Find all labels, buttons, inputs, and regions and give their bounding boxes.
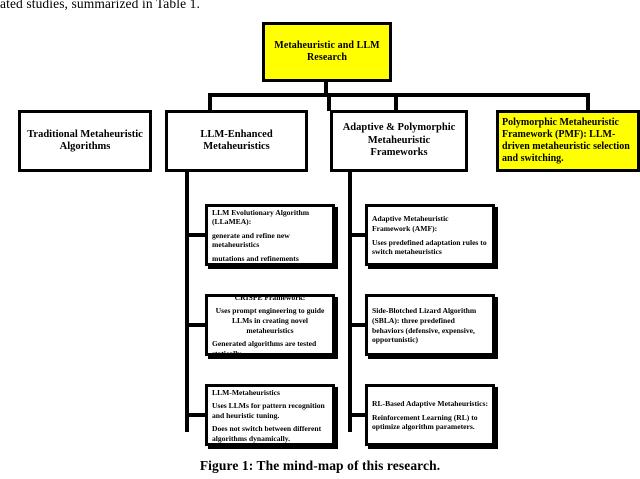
branch-box-llm-enhanced-metaheuristics: LLM-Enhanced Metaheuristics — [165, 110, 308, 172]
connector-drop-branch-1 — [208, 93, 212, 111]
detail-box-llm-metaheuristics: LLM-Metaheuristics Uses LLMs for pattern… — [205, 384, 335, 446]
connector-right-trunk-stem — [348, 172, 352, 190]
branch-box-polymorphic-metaheuristic-framework-pmf: Polymorphic Metaheuristic Framework (PMF… — [496, 110, 640, 172]
connector-right-trunk-vertical — [348, 186, 352, 432]
connector-drop-branch-4 — [586, 93, 590, 111]
detail-line-1: Uses LLMs for pattern recognition and he… — [212, 401, 325, 420]
detail-title: LLM Evolutionary Algorithm (LLaMEA): — [212, 207, 310, 227]
connector-right-stub-2 — [348, 323, 368, 327]
detail-box-crispe-framework: CRISPE Framework: Uses prompt engineerin… — [205, 292, 335, 358]
connector-drop-branch-3 — [327, 93, 331, 111]
detail-line-2: Does not switch between different algori… — [212, 424, 322, 443]
figure-caption: Figure 1: The mind-map of this research. — [199, 458, 441, 473]
detail-line-2: Generated algorithms are tested statical… — [212, 339, 317, 358]
detail-box-adaptive-metaheuristic-framework-amf: Adaptive Metaheuristic Framework (AMF): … — [365, 204, 495, 266]
connector-right-stub-3 — [348, 413, 368, 417]
detail-title: LLM-Metaheuristics — [212, 387, 280, 397]
connector-left-stub-1 — [185, 233, 207, 237]
connector-drop-branch-2 — [394, 93, 398, 111]
connector-right-stub-1 — [348, 233, 368, 237]
root-node-label: Metaheuristic and LLM Research — [274, 40, 380, 63]
connector-left-trunk-stem — [185, 172, 189, 190]
branch-4-label: Polymorphic Metaheuristic Framework (PMF… — [502, 116, 630, 165]
branch-2-label: LLM-Enhanced Metaheuristics — [200, 128, 273, 152]
detail-box-side-blotched-lizard-algorithm-sbla: Side-Blotched Lizard Algorithm (SBLA): t… — [365, 294, 495, 356]
detail-box-llm-evolutionary-algorithm-llamea: LLM Evolutionary Algorithm (LLaMEA): gen… — [205, 204, 335, 266]
detail-line-1: Uses prompt engineering to guide LLMs in… — [215, 306, 325, 335]
detail-title: Side-Blotched Lizard Algorithm (SBLA): t… — [372, 306, 477, 345]
connector-left-stub-3 — [185, 413, 207, 417]
branch-box-adaptive-polymorphic-metaheuristic-frameworks: Adaptive & Polymorphic Metaheuristic Fra… — [330, 110, 468, 172]
connector-left-stub-2 — [185, 323, 207, 327]
branch-1-label: Traditional Metaheuristic Algorithms — [27, 128, 143, 152]
connector-bus-horizontal — [208, 93, 590, 97]
branch-3-label: Adaptive & Polymorphic Metaheuristic Fra… — [342, 122, 456, 159]
connector-root-stem — [324, 82, 328, 96]
detail-box-rl-based-adaptive-metaheuristics: RL-Based Adaptive Metaheuristics: Reinfo… — [365, 384, 495, 446]
branch-box-traditional-metaheuristic-algorithms: Traditional Metaheuristic Algorithms — [18, 110, 152, 172]
detail-title: RL-Based Adaptive Metaheuristics: — [372, 399, 489, 409]
truncated-body-text: ated studies, summarized in Table 1. — [0, 0, 200, 11]
detail-line-1: generate and refine new metaheuristics — [212, 230, 290, 250]
detail-title: Adaptive Metaheuristic Framework (AMF): — [372, 214, 449, 233]
detail-line-1: Uses predefined adaptation rules to swit… — [372, 237, 487, 257]
detail-title: CRISPE Framework: — [234, 292, 306, 302]
detail-line-2: mutations and refinements — [212, 253, 299, 263]
detail-line-1: Reinforcement Learning (RL) to optimize … — [372, 412, 478, 432]
root-node-metaheuristic-and-llm-research: Metaheuristic and LLM Research — [262, 22, 392, 82]
connector-left-trunk-vertical — [185, 186, 189, 432]
